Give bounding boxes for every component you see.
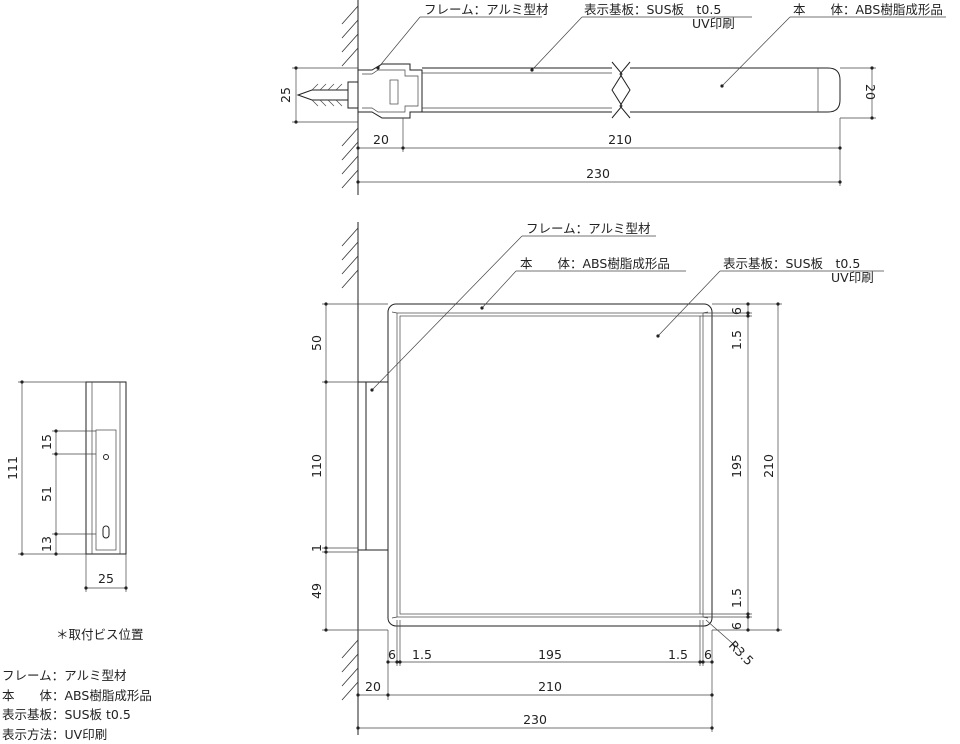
front-display-label-2: UV印刷: [831, 270, 874, 285]
dim-front-49: 49: [309, 583, 324, 599]
top-view: フレーム：アルミ型材 表示基板：SUS板 t0.5 UV印刷 本 体：ABS樹脂…: [278, 0, 946, 195]
legend-print-method: 表示方法：UV印刷: [2, 726, 108, 742]
dim-side-51: 51: [39, 486, 54, 502]
dim-front-50: 50: [309, 335, 324, 351]
dim-side-25: 25: [98, 571, 114, 586]
front-body-label: 本 体：ABS樹脂成形品: [520, 256, 670, 271]
sign-body-front: [387, 303, 713, 627]
dim-bottom-15a: 1.5: [412, 647, 432, 662]
screw-hole-top: [103, 454, 109, 460]
top-frame-label: フレーム：アルミ型材: [424, 2, 549, 17]
side-dimensions: [18, 380, 128, 592]
wall-hatching-front: [341, 227, 359, 701]
screw-position-note: ＊取付ビス位置: [56, 627, 144, 642]
dim-side-15: 15: [39, 434, 54, 450]
dim-right-6b: 6: [729, 622, 744, 630]
dim-right-210: 210: [761, 454, 776, 478]
leaders-top: [376, 16, 946, 88]
dim-side-13: 13: [39, 536, 54, 552]
front-view: フレーム：アルミ型材 本 体：ABS樹脂成形品 表示基板：SUS板 t0.5 U…: [309, 221, 884, 735]
frame-profile-top: [358, 63, 423, 119]
dim-right-6a: 6: [729, 307, 744, 315]
dim-side-111: 111: [5, 456, 20, 480]
top-dimensions: [292, 66, 876, 186]
dim-bottom-15b: 1.5: [668, 647, 688, 662]
side-view: 111 15 51 13 25: [5, 380, 128, 592]
dim-top-20v: 20: [863, 84, 878, 100]
dim-bottom-210: 210: [538, 679, 562, 694]
dim-right-195: 195: [729, 454, 744, 478]
front-display-label: 表示基板：SUS板 t0.5: [723, 256, 860, 271]
frame-bracket: [357, 381, 367, 551]
spec-legend: フレーム：アルミ型材 本 体：ABS樹脂成形品 表示基板：SUS板 t0.5 表…: [2, 666, 152, 744]
dim-bottom-230: 230: [523, 712, 547, 727]
top-display-label: 表示基板：SUS板 t0.5: [584, 2, 721, 17]
legend-frame: フレーム：アルミ型材: [2, 668, 127, 683]
dim-top-230: 230: [586, 166, 610, 181]
sign-body-top: [422, 61, 841, 119]
display-plate: [396, 312, 704, 618]
radius-label: R3.5: [726, 638, 757, 669]
top-display-label-2: UV印刷: [692, 16, 735, 31]
front-bottom-dimensions: [356, 620, 714, 732]
dim-bottom-195: 195: [538, 647, 562, 662]
front-right-dimensions: [700, 302, 782, 632]
dim-bottom-6b: 6: [704, 647, 712, 662]
dim-bottom-6a: 6: [388, 647, 396, 662]
dim-bottom-20: 20: [365, 679, 381, 694]
legend-display-plate: 表示基板：SUS板 t0.5: [2, 707, 131, 722]
dim-right-15b: 1.5: [729, 588, 744, 608]
front-left-dimensions: [322, 302, 388, 632]
display-plate-inner: [399, 315, 701, 615]
dim-front-1: 1: [309, 544, 324, 552]
dim-top-20: 20: [373, 132, 389, 147]
leaders-front: [370, 235, 884, 651]
bracket-side: [85, 381, 127, 555]
dim-right-15a: 1.5: [729, 330, 744, 350]
dim-front-110: 110: [309, 454, 324, 478]
dim-top-25: 25: [278, 87, 293, 103]
top-body-label: 本 体：ABS樹脂成形品: [793, 2, 943, 17]
wall-hatching-top: [341, 5, 359, 189]
front-frame-label: フレーム：アルミ型材: [526, 221, 651, 236]
screw-hole-bottom: [102, 525, 110, 539]
frame-bracket-inner: [365, 381, 389, 551]
dim-top-210: 210: [608, 132, 632, 147]
legend-body: 本 体：ABS樹脂成形品: [2, 687, 152, 703]
screw-anchor: [296, 81, 359, 109]
